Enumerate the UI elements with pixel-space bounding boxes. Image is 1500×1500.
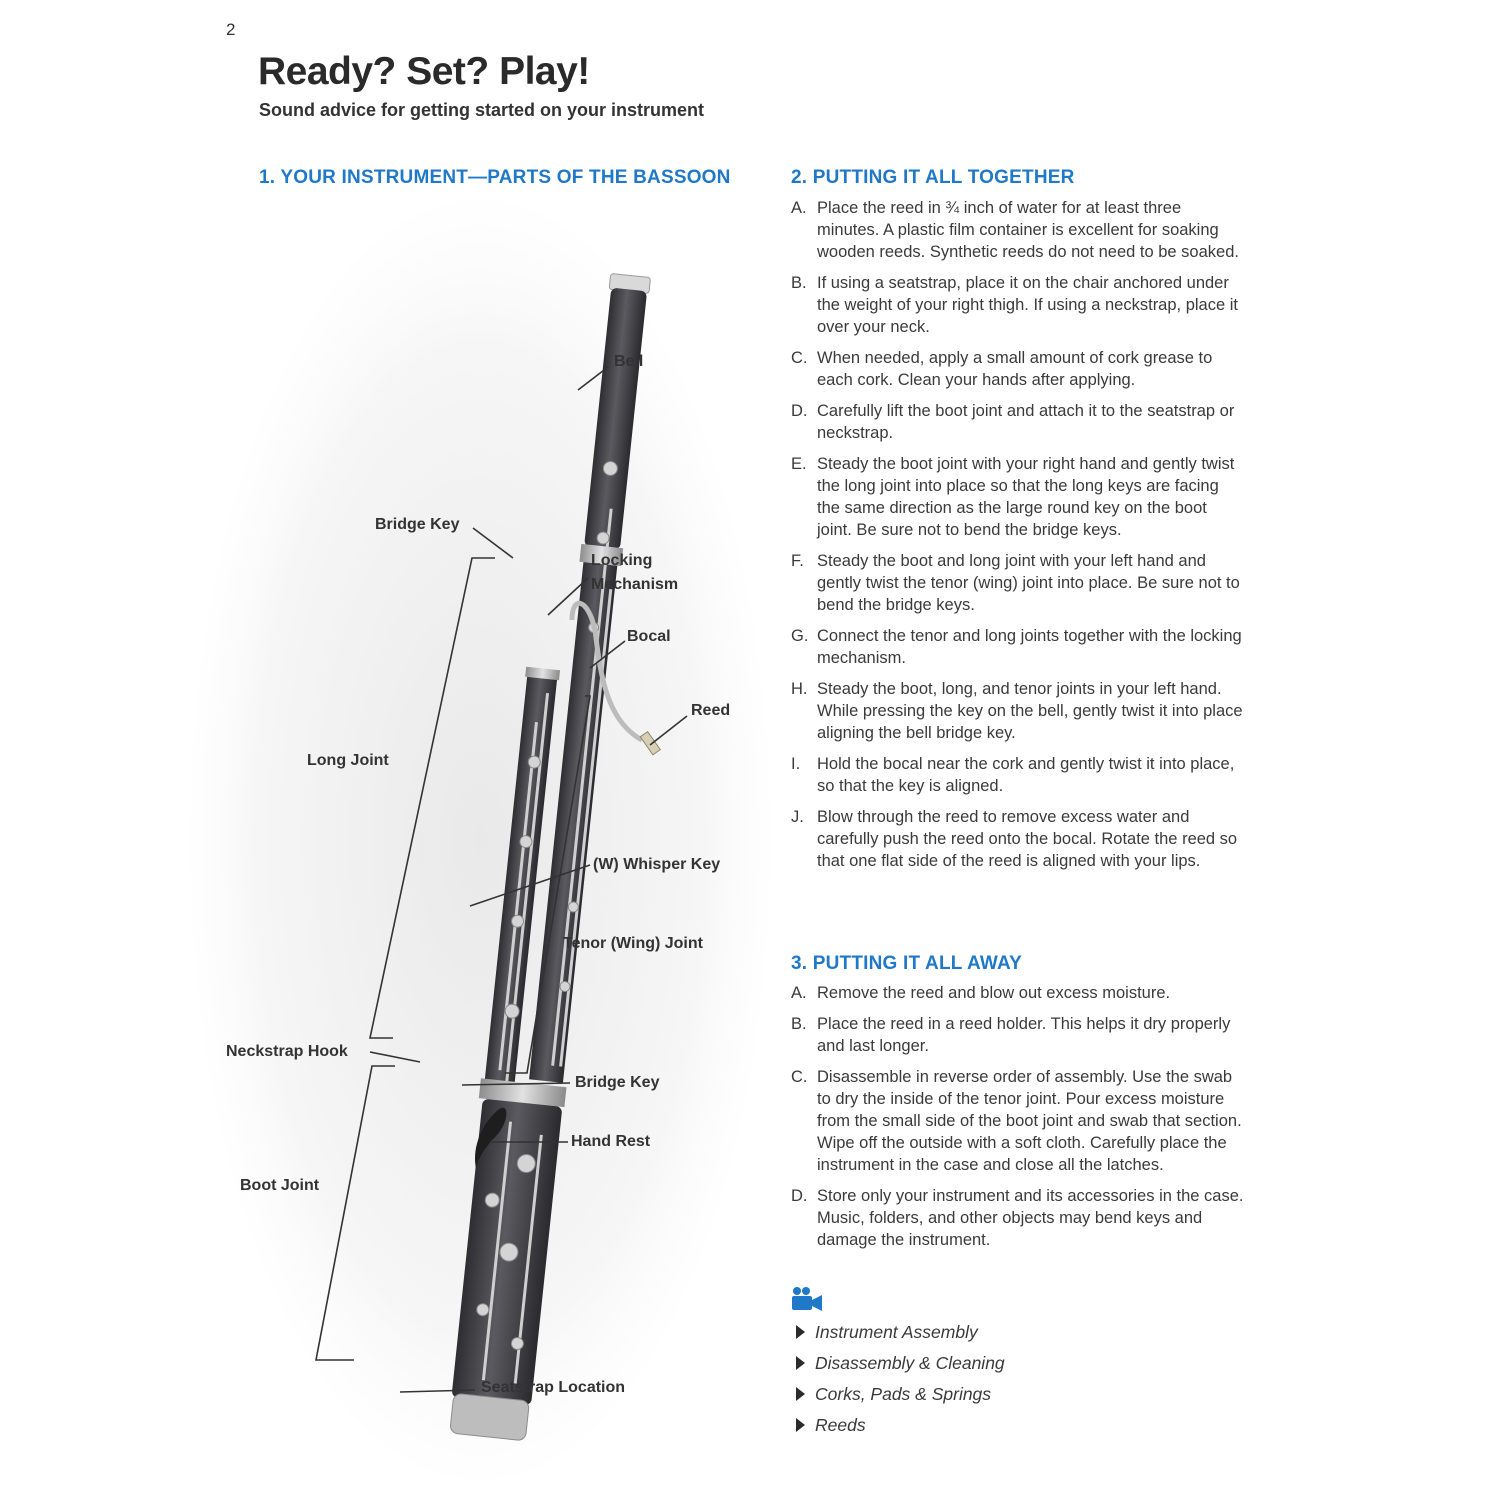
- video-link-corks-pads-springs[interactable]: Corks, Pads & Springs: [796, 1380, 1005, 1411]
- step-letter: I.: [791, 755, 801, 773]
- label-long-joint: Long Joint: [307, 752, 389, 769]
- step-text: When needed, apply a small amount of cor…: [817, 349, 1213, 389]
- page-subtitle: Sound advice for getting started on your…: [259, 100, 705, 120]
- video-link-label: Disassembly & Cleaning: [815, 1353, 1005, 1373]
- section-heading-putting-away: 3. PUTTING IT ALL AWAY: [791, 953, 1023, 974]
- label-seatstrap-location: Seatstrap Location: [481, 1379, 626, 1396]
- step-letter: B.: [791, 1015, 807, 1033]
- label-neckstrap-hook: Neckstrap Hook: [226, 1043, 348, 1060]
- step-text: Steady the boot joint with your right ha…: [817, 455, 1235, 539]
- label-bridge-key-top: Bridge Key: [375, 516, 460, 533]
- video-link-label: Instrument Assembly: [815, 1322, 978, 1342]
- assembly-step: F. Steady the boot and long joint with yo…: [791, 550, 1246, 616]
- step-letter: G.: [791, 627, 809, 645]
- step-letter: C.: [791, 1068, 808, 1086]
- label-hand-rest: Hand Rest: [571, 1133, 651, 1150]
- step-text: Steady the boot and long joint with your…: [817, 552, 1240, 614]
- play-arrow-icon: [796, 1418, 805, 1432]
- assembly-step: H. Steady the boot, long, and tenor joint…: [791, 678, 1246, 744]
- label-reed: Reed: [691, 702, 731, 719]
- step-text: Disassemble in reverse order of assembly…: [817, 1068, 1242, 1174]
- disassembly-steps: A. Remove the reed and blow out excess mo…: [791, 982, 1246, 1260]
- assembly-step: J. Blow through the reed to remove excess…: [791, 806, 1246, 872]
- step-letter: J.: [791, 808, 804, 826]
- video-link-label: Corks, Pads & Springs: [815, 1384, 992, 1404]
- assembly-step: E. Steady the boot joint with your right …: [791, 453, 1246, 541]
- step-text: If using a seatstrap, place it on the ch…: [817, 274, 1238, 336]
- video-link-disassembly-cleaning[interactable]: Disassembly & Cleaning: [796, 1349, 1005, 1380]
- video-link-label: Reeds: [815, 1415, 866, 1435]
- assembly-step: C. When needed, apply a small amount of c…: [791, 347, 1246, 391]
- step-letter: F.: [791, 552, 804, 570]
- assembly-step: D. Carefully lift the boot joint and atta…: [791, 400, 1246, 444]
- step-text: Remove the reed and blow out excess mois…: [817, 984, 1171, 1002]
- label-locking-line1: Locking: [591, 552, 653, 569]
- step-letter: H.: [791, 680, 808, 698]
- page-title: Ready? Set? Play!: [258, 50, 590, 93]
- disassembly-step: D. Store only your instrument and its acc…: [791, 1185, 1246, 1251]
- video-link-instrument-assembly[interactable]: Instrument Assembly: [796, 1318, 1005, 1349]
- step-letter: E.: [791, 455, 807, 473]
- step-text: Hold the bocal near the cork and gently …: [817, 755, 1235, 795]
- disassembly-step: B. Place the reed in a reed holder. This …: [791, 1013, 1246, 1057]
- assembly-steps: A. Place the reed in ¾ inch of water for …: [791, 197, 1246, 881]
- play-arrow-icon: [796, 1387, 805, 1401]
- step-letter: A.: [791, 199, 807, 217]
- step-text: Connect the tenor and long joints togeth…: [817, 627, 1242, 667]
- step-letter: C.: [791, 349, 808, 367]
- label-bridge-key-bottom: Bridge Key: [575, 1074, 660, 1091]
- video-link-reeds[interactable]: Reeds: [796, 1411, 1005, 1442]
- label-tenor-joint: Tenor (Wing) Joint: [563, 935, 703, 952]
- label-bocal: Bocal: [627, 628, 671, 645]
- step-text: Blow through the reed to remove excess w…: [817, 808, 1238, 870]
- assembly-step: A. Place the reed in ¾ inch of water for …: [791, 197, 1246, 263]
- step-letter: A.: [791, 984, 807, 1002]
- step-letter: D.: [791, 402, 808, 420]
- play-arrow-icon: [796, 1325, 805, 1339]
- assembly-step: B. If using a seatstrap, place it on the …: [791, 272, 1246, 338]
- step-letter: B.: [791, 274, 807, 292]
- step-text: Steady the boot, long, and tenor joints …: [817, 680, 1243, 742]
- bassoon-illustration: [190, 200, 770, 1480]
- disassembly-step: C. Disassemble in reverse order of assemb…: [791, 1066, 1246, 1176]
- play-arrow-icon: [796, 1356, 805, 1370]
- video-links: Instrument Assembly Disassembly & Cleani…: [796, 1318, 1005, 1442]
- step-text: Place the reed in a reed holder. This he…: [817, 1015, 1231, 1055]
- video-camera-icon: [792, 1287, 822, 1311]
- label-locking-line2: Mechanism: [591, 576, 679, 593]
- label-bell: Bell: [614, 353, 644, 370]
- section-heading-instrument-parts: 1. YOUR INSTRUMENT—PARTS OF THE BASSOON: [259, 167, 731, 188]
- step-letter: D.: [791, 1187, 808, 1205]
- assembly-step: I. Hold the bocal near the cork and gentl…: [791, 753, 1246, 797]
- disassembly-step: A. Remove the reed and blow out excess mo…: [791, 982, 1246, 1004]
- step-text: Carefully lift the boot joint and attach…: [817, 402, 1235, 442]
- page-number: 2: [226, 20, 236, 39]
- label-whisper-key: (W) Whisper Key: [593, 856, 721, 873]
- step-text: Place the reed in ¾ inch of water for at…: [817, 199, 1239, 261]
- label-boot-joint: Boot Joint: [240, 1177, 320, 1194]
- bassoon-diagram: Bell Bridge Key Locking Mechanism Bocal …: [180, 200, 780, 1490]
- assembly-step: G. Connect the tenor and long joints toge…: [791, 625, 1246, 669]
- step-text: Store only your instrument and its acces…: [817, 1187, 1244, 1249]
- section-heading-putting-together: 2. PUTTING IT ALL TOGETHER: [791, 167, 1075, 188]
